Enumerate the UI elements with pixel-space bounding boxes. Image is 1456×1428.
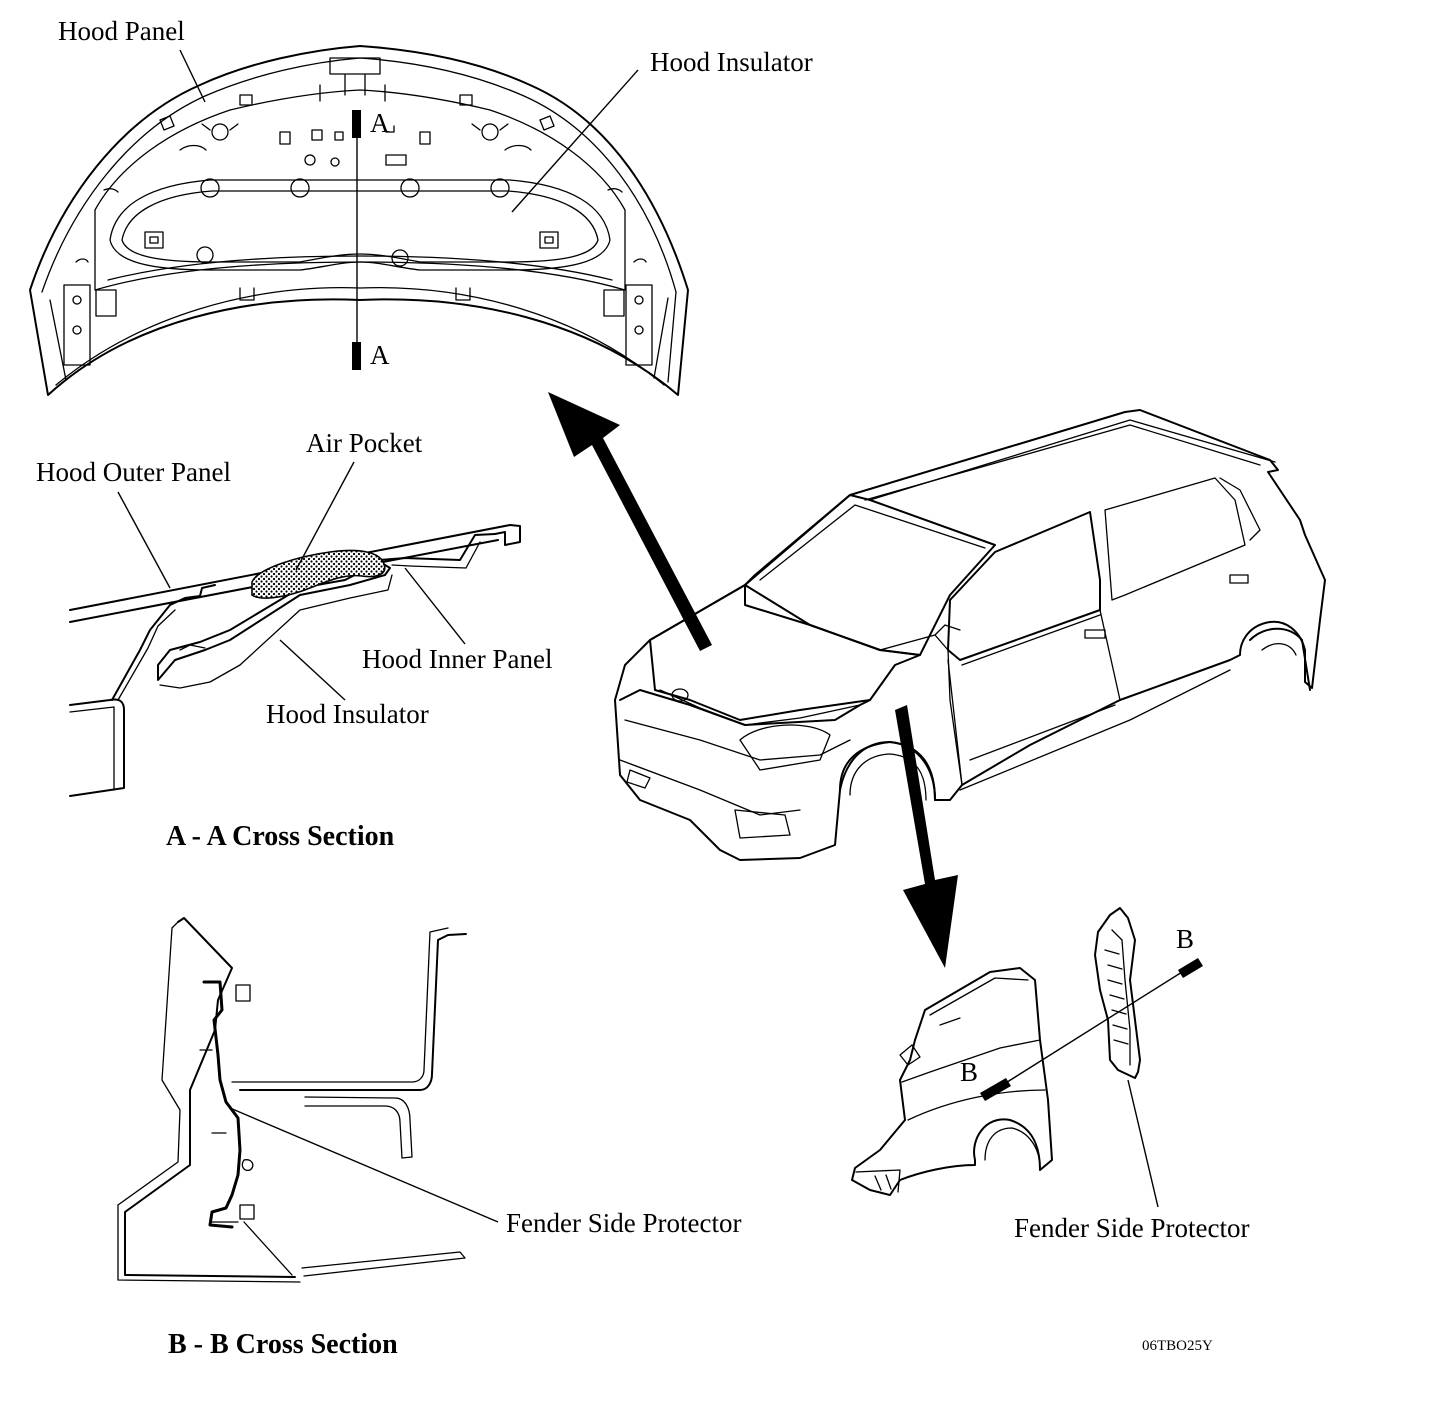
label-air-pocket: Air Pocket — [306, 428, 423, 458]
leader-hood-outer-panel — [117, 491, 171, 589]
label-hood-panel: Hood Panel — [58, 16, 185, 46]
label-hood-inner-panel: Hood Inner Panel — [362, 644, 552, 674]
label-fender-side-protector-section: Fender Side Protector — [506, 1208, 741, 1238]
arrow-to-fender — [895, 705, 958, 968]
label-hood-outer-panel: Hood Outer Panel — [36, 457, 231, 487]
label-hood-insulator-top: Hood Insulator — [650, 47, 813, 77]
title-b-b-cross-section: B - B Cross Section — [168, 1329, 398, 1360]
leader-hood-insulator-top — [511, 69, 639, 213]
arrow-to-hood — [548, 392, 712, 651]
hood-panel-drawing — [29, 45, 689, 396]
b-b-cross-section-drawing — [117, 917, 467, 1283]
title-a-a-cross-section: A - A Cross Section — [166, 821, 395, 852]
section-mark-b-lower: B — [960, 1057, 978, 1087]
section-line-a — [352, 110, 395, 370]
fender-side-protector-part — [1094, 907, 1141, 1079]
leader-fender-side-protector-part — [1127, 1079, 1159, 1208]
label-hood-insulator-section: Hood Insulator — [266, 699, 429, 729]
a-a-cross-section-drawing — [69, 524, 521, 797]
section-line-b — [980, 958, 1203, 1101]
label-fender-side-protector-part: Fender Side Protector — [1014, 1213, 1249, 1243]
leader-air-pocket — [295, 461, 355, 571]
figure-code: 06TBO25Y — [1142, 1338, 1213, 1354]
leader-hood-insulator-section — [279, 639, 346, 701]
section-mark-a-lower: A — [370, 340, 390, 370]
leader-hood-inner-panel — [404, 567, 466, 645]
leader-hood-panel — [179, 49, 206, 103]
car-drawing — [614, 409, 1326, 861]
section-mark-a-upper: A — [370, 108, 390, 138]
leader-fender-side-protector-section — [229, 1107, 499, 1223]
fender-drawing — [851, 967, 1053, 1196]
section-mark-b-upper: B — [1176, 924, 1194, 954]
